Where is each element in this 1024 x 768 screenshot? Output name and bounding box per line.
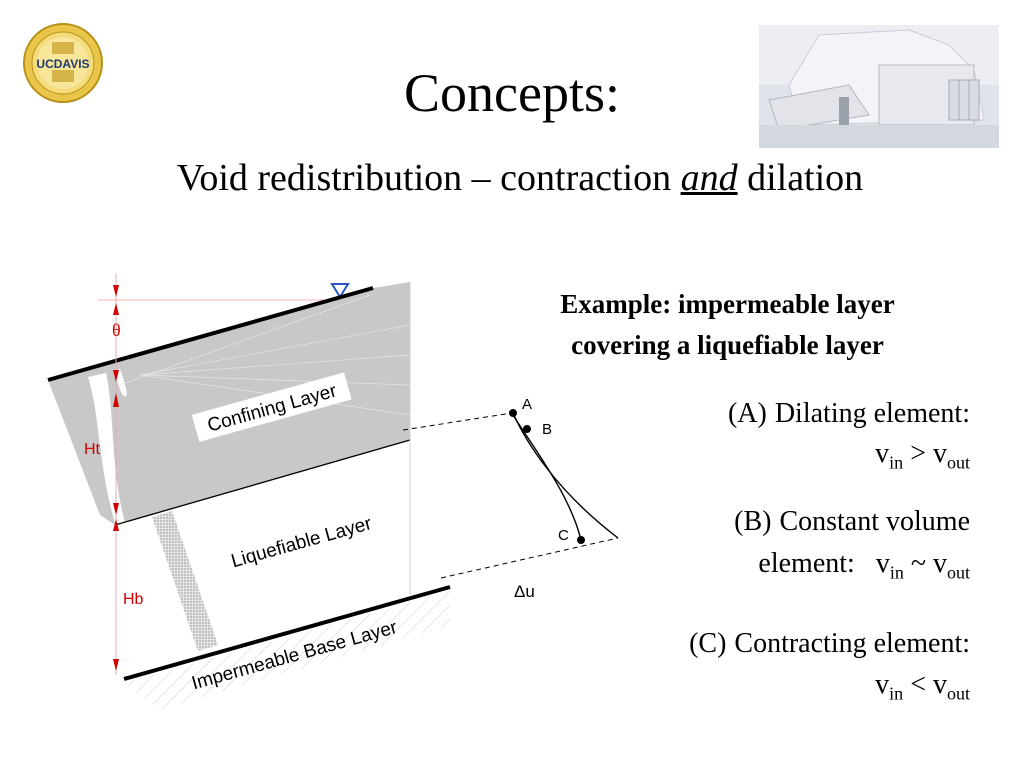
confining-layer: [48, 282, 410, 525]
logo-text-davis: DAVIS: [54, 57, 90, 71]
point-a: [509, 409, 517, 417]
item-c: (C)Contracting element:: [689, 626, 970, 662]
subtitle-part1: Void redistribution – contraction: [176, 157, 681, 199]
item-c-equation: vin < vout: [875, 669, 970, 704]
slide-subtitle: Void redistribution – contraction and di…: [0, 156, 1024, 200]
item-a-label: (A): [727, 398, 767, 429]
point-c-label: C: [558, 527, 569, 544]
dimension-arrows: [113, 285, 119, 671]
item-b-equation: element: vin ~ vout: [758, 548, 970, 583]
item-c-label: (C): [689, 628, 727, 659]
example-line-2: covering a liquefiable layer: [571, 330, 884, 360]
interface-line: [114, 439, 411, 526]
slide-title: Concepts:: [404, 63, 620, 123]
item-c-text: Contracting element:: [734, 628, 970, 659]
item-a-equation: vin > vout: [875, 438, 970, 473]
delta-u-label: Δu: [514, 582, 535, 601]
example-heading: Example: impermeable layer covering a li…: [505, 284, 950, 366]
point-c: [577, 536, 585, 544]
item-a-text: Dilating element:: [774, 398, 970, 429]
point-b: [523, 425, 531, 433]
logo-text-uc: UC: [36, 57, 54, 71]
item-b-text2: element:: [758, 548, 855, 579]
subtitle-part2: dilation: [737, 157, 864, 199]
example-line-1: Example: impermeable layer: [560, 289, 895, 319]
theta-label: θ: [112, 320, 121, 340]
item-a: (A)Dilating element:: [728, 396, 970, 432]
item-b: (B)Constant volume: [734, 504, 970, 540]
base-layer-line: [123, 585, 451, 681]
liquefiable-layer-label: Liquefiable Layer: [229, 513, 375, 572]
item-b-text: Constant volume: [779, 506, 970, 537]
layer-diagram: θ Ht Hb Confining Layer Liquefiable Laye…: [47, 273, 619, 710]
element-column: [152, 511, 218, 651]
centrifuge-photo: [759, 25, 999, 148]
point-a-label: A: [522, 396, 532, 413]
water-table-icon: [330, 283, 350, 299]
item-b-label: (B): [734, 506, 772, 537]
hb-label: Hb: [123, 591, 144, 608]
subtitle-emphasis: and: [680, 157, 738, 199]
uc-davis-logo: UCDAVIS: [23, 23, 103, 103]
ground-surface-line: [47, 286, 374, 382]
svg-text:UCDAVIS: UCDAVIS: [36, 57, 89, 71]
curve-b-c: [512, 414, 582, 541]
point-b-label: B: [542, 421, 552, 438]
ht-label: Ht: [84, 441, 101, 458]
